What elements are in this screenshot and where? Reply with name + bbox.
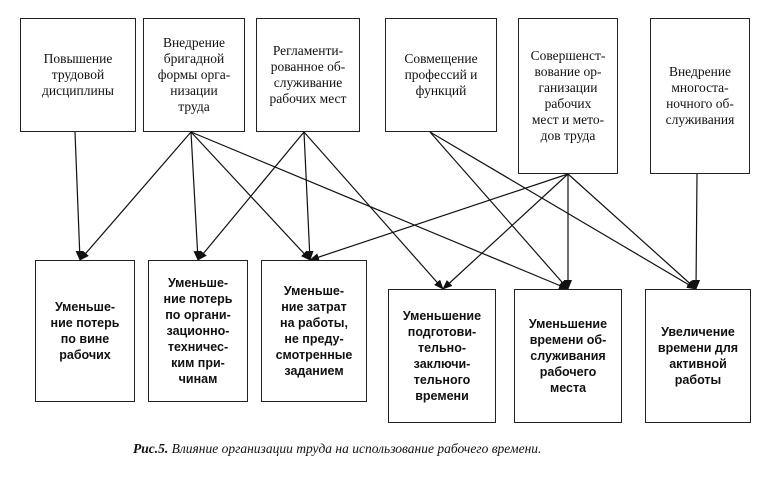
effect-box-worker-losses: Уменьше- ние потерь по вине рабочих	[35, 260, 135, 402]
factor-box-discipline: Повышение трудовой дисциплины	[20, 18, 136, 132]
figure-caption: Рис.5. Влияние организации труда на испо…	[133, 441, 541, 457]
arrow-regulated-to-unplanned_costs	[303, 131, 314, 261]
factor-label: Повышение трудовой дисциплины	[41, 51, 114, 98]
effect-label: Уменьше- ние затрат на работы, не преду-…	[275, 284, 353, 378]
factor-label: Внедрение многоста- ночного об- служиван…	[665, 64, 735, 127]
arrow-combining-to-service_time	[429, 131, 569, 290]
arrow-brigade-to-org_losses	[190, 131, 202, 261]
factor-label: Регламенти- рованное об- служивание рабо…	[269, 43, 347, 106]
figure-number: Рис.5.	[133, 441, 169, 456]
factor-box-brigade: Внедрение бригадной формы орга- низации …	[143, 18, 245, 132]
arrow-improvement-to-active_time	[567, 173, 697, 290]
effect-box-prep-time: Уменьшение подготови- тельно- заключи- т…	[388, 289, 496, 423]
arrow-regulated-to-prep_time	[303, 131, 444, 290]
effect-label: Уменьше- ние потерь по органи- зационно-…	[163, 276, 233, 386]
arrow-discipline-to-worker_losses	[74, 131, 84, 261]
factor-box-improvement: Совершенст- вование ор- ганизации рабочи…	[518, 18, 618, 174]
arrow-improvement-to-prep_time	[442, 173, 569, 290]
arrow-combining-to-active_time	[429, 131, 697, 290]
effect-box-active-time: Увеличение времени для активной работы	[645, 289, 751, 423]
effect-label: Уменьше- ние потерь по вине рабочих	[50, 300, 120, 362]
factor-label: Внедрение бригадной формы орга- низации …	[157, 35, 231, 114]
arrow-brigade-to-service_time	[190, 131, 569, 290]
effect-box-org-losses: Уменьше- ние потерь по органи- зационно-…	[148, 260, 248, 402]
effect-label: Увеличение времени для активной работы	[657, 325, 739, 387]
arrow-brigade-to-worker_losses	[79, 131, 192, 261]
factor-box-multimachine: Внедрение многоста- ночного об- служиван…	[650, 18, 750, 174]
effect-label: Уменьшение подготови- тельно- заключи- т…	[402, 309, 482, 403]
arrow-improvement-to-unplanned_costs	[309, 173, 569, 261]
effect-box-service-time: Уменьшение времени об- служивания рабоче…	[514, 289, 622, 423]
factor-box-combining: Совмещение профессий и функций	[385, 18, 497, 132]
figure-caption-text: Влияние организации труда на использован…	[168, 441, 542, 456]
effect-box-unplanned-costs: Уменьше- ние затрат на работы, не преду-…	[261, 260, 367, 402]
factor-label: Совмещение профессий и функций	[404, 51, 478, 98]
factor-label: Совершенст- вование ор- ганизации рабочи…	[530, 48, 606, 143]
effect-label: Уменьшение времени об- служивания рабоче…	[528, 317, 608, 395]
factor-box-regulated: Регламенти- рованное об- служивание рабо…	[256, 18, 360, 132]
arrow-regulated-to-org_losses	[197, 131, 305, 261]
arrow-multimachine-to-active_time	[692, 173, 701, 290]
